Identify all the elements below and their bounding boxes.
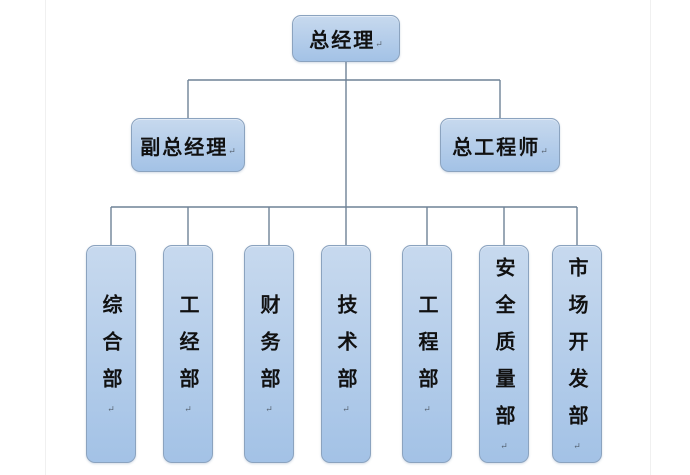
node-label-wrap: 副总经理↵: [140, 131, 236, 160]
dept-node-label-wrap: 工程部↵: [415, 293, 439, 415]
paragraph-mark: ↵: [499, 441, 509, 452]
dept-node-label: 财务部: [257, 293, 281, 405]
dept-node: 综合部↵: [86, 245, 136, 463]
dept-node: 技术部↵: [321, 245, 371, 463]
paragraph-mark: ↵: [183, 404, 193, 415]
node-label-wrap: 总经理↵: [309, 24, 383, 53]
dept-node-label: 工经部: [176, 293, 200, 405]
node-general-manager-label: 总经理: [309, 28, 376, 52]
paragraph-mark: ↵: [375, 40, 383, 50]
paragraph-mark: ↵: [106, 404, 116, 415]
dept-node-label: 安全质量部: [492, 256, 516, 442]
dept-node-label-wrap: 工经部↵: [176, 293, 200, 415]
dept-node-label: 综合部: [99, 293, 123, 405]
paragraph-mark: ↵: [228, 146, 236, 157]
dept-node: 市场开发部↵: [552, 245, 602, 463]
dept-node-label: 技术部: [334, 293, 358, 405]
paragraph-mark: ↵: [422, 404, 432, 415]
dept-node-label-wrap: 安全质量部↵: [492, 256, 516, 452]
dept-node-label-wrap: 财务部↵: [257, 293, 281, 415]
node-general-manager: 总经理↵: [292, 15, 400, 62]
node-deputy-general-manager-label: 副总经理: [140, 134, 229, 159]
node-label-wrap: 总工程师↵: [452, 131, 548, 160]
paragraph-mark: ↵: [572, 441, 582, 452]
dept-node-label-wrap: 综合部↵: [99, 293, 123, 415]
page-margin-line-right: [650, 0, 651, 475]
dept-node: 工程部↵: [402, 245, 452, 463]
node-chief-engineer: 总工程师↵: [440, 118, 560, 172]
dept-node: 安全质量部↵: [479, 245, 529, 463]
dept-node: 财务部↵: [244, 245, 294, 463]
dept-node-label: 市场开发部: [565, 256, 589, 442]
dept-node-label: 工程部: [415, 293, 439, 405]
node-chief-engineer-label: 总工程师: [452, 134, 541, 159]
dept-node-label-wrap: 技术部↵: [334, 293, 358, 415]
dept-node-label-wrap: 市场开发部↵: [565, 256, 589, 452]
dept-node: 工经部↵: [163, 245, 213, 463]
paragraph-mark: ↵: [264, 404, 274, 415]
node-deputy-general-manager: 副总经理↵: [131, 118, 245, 172]
paragraph-mark: ↵: [540, 146, 548, 157]
page-margin-line-left: [45, 0, 46, 475]
paragraph-mark: ↵: [341, 404, 351, 415]
